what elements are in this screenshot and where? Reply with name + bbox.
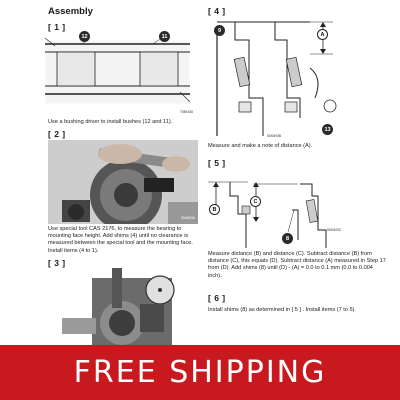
free-shipping-banner: FREE SHIPPING (0, 345, 400, 400)
step-4-label: [ 4 ] (208, 6, 226, 16)
callout-12: 12 (79, 31, 90, 42)
step-5-text: Measure distance (B) and distance (C). S… (208, 251, 386, 279)
step-6-text: Install shims (8) as determined in [ 5 ]… (208, 307, 356, 313)
step-2-label: [ 2 ] (48, 129, 66, 139)
figure-code-4: SM0493B (267, 134, 281, 138)
step-3-label: [ 3 ] (48, 258, 66, 268)
figure-code-5: SM0493C (327, 228, 342, 232)
step-4-text: Measure and make a note of distance (A). (208, 143, 313, 149)
callout-b: B (209, 204, 220, 215)
callout-c: C (250, 196, 261, 207)
figure-code-1: T55K408 (180, 110, 193, 114)
measurement-photo (48, 140, 198, 224)
step-6-label: [ 6 ] (208, 293, 226, 303)
step-1-label: [ 1 ] (48, 22, 66, 32)
callout-11: 11 (159, 31, 170, 42)
section-heading: Assembly (48, 6, 93, 17)
assembly-photo (62, 268, 192, 345)
callout-8: 8 (282, 233, 293, 244)
step-1-text: Use a bushing driver to install bushes (… (48, 119, 173, 125)
callout-a: A (317, 29, 328, 40)
step-2-text: Use special tool CAS 2176, to measure th… (48, 226, 193, 254)
distance-a-diagram (216, 21, 337, 136)
step-5-label: [ 5 ] (208, 158, 226, 168)
manual-page: Assembly [ 1 ] 12 11 T55K408 Use a bushi… (45, 6, 386, 345)
distance-bc-diagram (208, 181, 327, 248)
bushing-figure (45, 36, 191, 105)
figure-code-2: SM0493A (181, 216, 195, 220)
callout-13: 13 (322, 124, 333, 135)
banner-text: FREE SHIPPING (73, 355, 327, 390)
callout-9: 9 (214, 25, 225, 36)
